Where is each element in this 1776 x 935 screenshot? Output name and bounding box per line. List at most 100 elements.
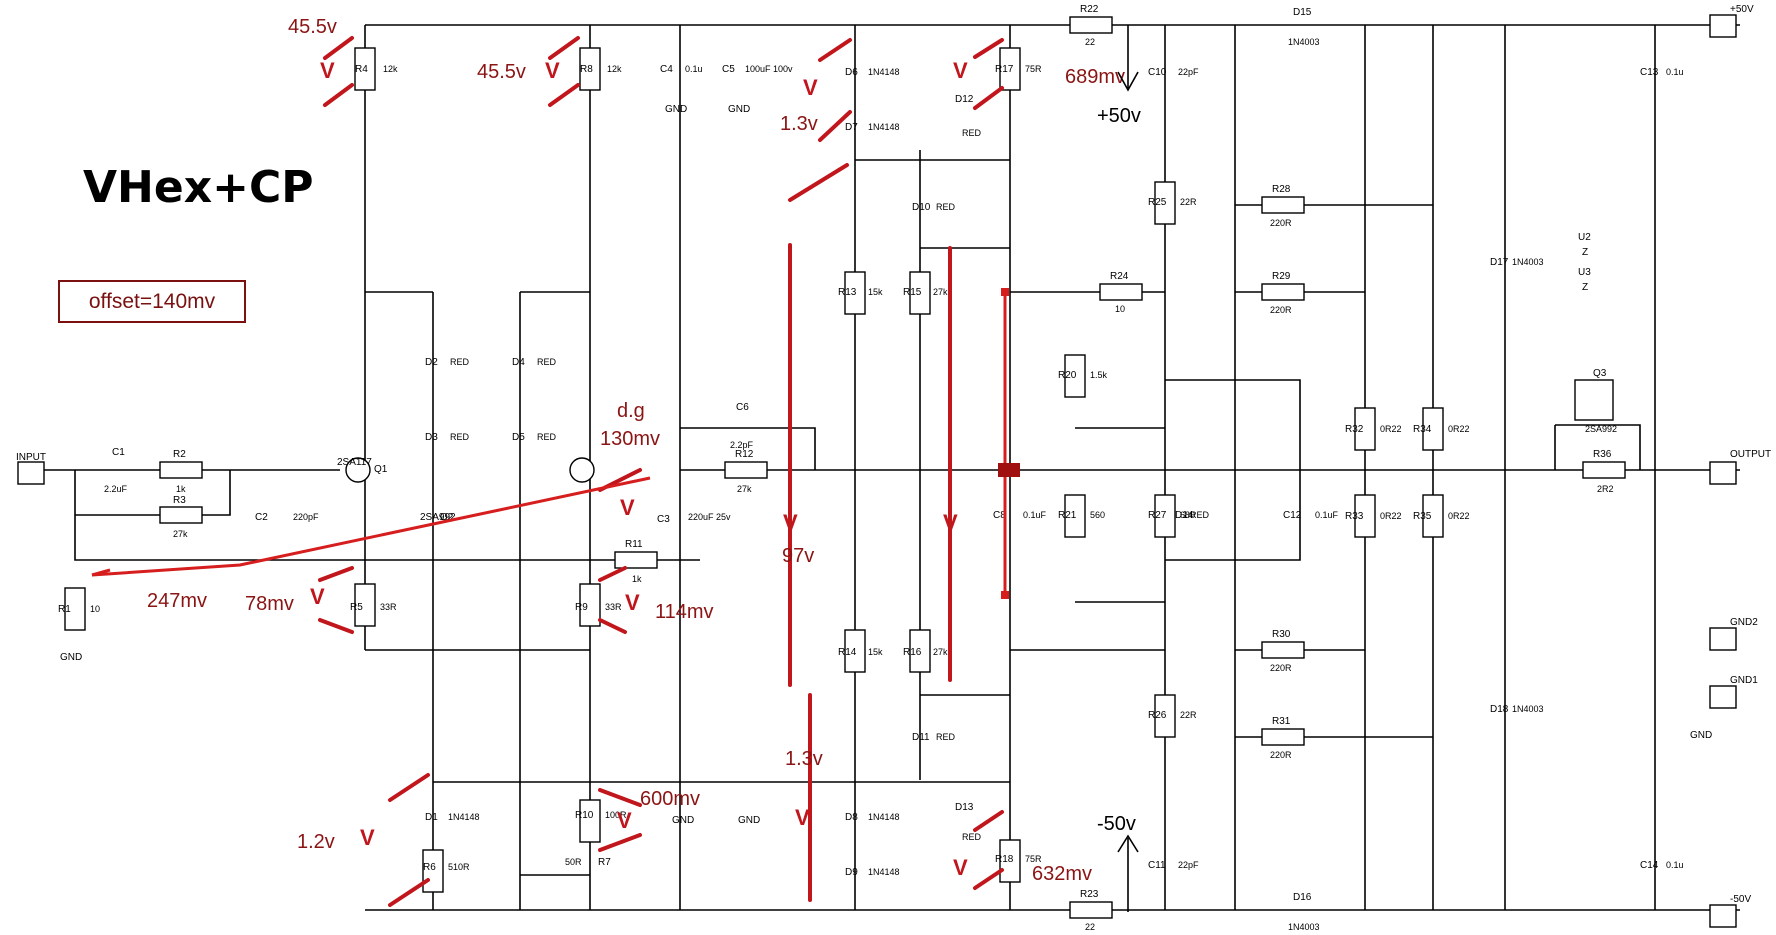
label-D7: D7: [845, 122, 858, 133]
value-D15: 1N4003: [1288, 37, 1320, 47]
label-R24: R24: [1110, 271, 1129, 282]
value-D8: 1N4148: [868, 812, 900, 822]
value-R26: 22R: [1180, 710, 1197, 720]
v-mark: V: [783, 510, 798, 535]
value-L1: 2SA992: [1585, 424, 1617, 434]
value-R21: 560: [1090, 510, 1105, 520]
label-R32: R32: [1345, 424, 1364, 435]
label-R25: R25: [1148, 197, 1167, 208]
value-R18: 75R: [1025, 854, 1042, 864]
value-R30: 220R: [1270, 663, 1292, 673]
label-D2: D2: [425, 357, 438, 368]
label-R29: R29: [1272, 271, 1291, 282]
label-R33: R33: [1345, 511, 1364, 522]
v-mark: V: [953, 58, 968, 83]
junction-dot-top: [1001, 288, 1009, 296]
value-R2: 1k: [176, 484, 186, 494]
label-D1: D1: [425, 812, 438, 823]
label-D15: D15: [1293, 7, 1312, 18]
label-R18: R18: [995, 854, 1014, 865]
label-R16: R16: [903, 647, 922, 658]
v-mark: V: [943, 510, 958, 535]
annotation-1v3-bottom: 1.3v: [785, 748, 823, 770]
connector-output-label: OUTPUT: [1730, 449, 1771, 460]
label-U3: U3: [1578, 267, 1591, 278]
annotation-45v-left: 45.5v: [288, 16, 337, 38]
value-D6: 1N4148: [868, 67, 900, 77]
annotation-114mv: 114mv: [655, 601, 714, 623]
value-R1: 10: [90, 604, 100, 614]
value-R14: 15k: [868, 647, 883, 657]
value-C1: 2.2uF: [104, 484, 128, 494]
value-C4: 0.1u: [685, 64, 703, 74]
value-R12: 27k: [737, 484, 752, 494]
v-marks: V V V V V V V V V V V V V V: [310, 58, 968, 880]
label-C13: C13: [1640, 67, 1659, 78]
label-Q2: Q2: [440, 512, 454, 523]
v-mark: V: [617, 808, 632, 833]
label-Q1: Q1: [374, 464, 388, 475]
value-R10: 100R: [605, 810, 627, 820]
value-C12: 0.1uF: [1315, 510, 1339, 520]
label-C3: C3: [657, 514, 670, 525]
label-U2-z: Z: [1582, 247, 1588, 258]
value-R25: 22R: [1180, 197, 1197, 207]
annotation-632mv: 632mv: [1032, 863, 1092, 885]
label-R21: R21: [1058, 510, 1077, 521]
label-R7: R7: [598, 857, 611, 868]
value-R29: 220R: [1270, 305, 1292, 315]
value-R35: 0R22: [1448, 511, 1470, 521]
v-mark: V: [625, 590, 640, 615]
value-D12: RED: [962, 128, 982, 138]
value-D9: 1N4148: [868, 867, 900, 877]
label-C12: C12: [1283, 510, 1302, 521]
label-D17: D17: [1490, 257, 1509, 268]
connector-neg50-label: -50V: [1730, 894, 1751, 905]
label-R9: R9: [575, 602, 588, 613]
v-mark: V: [310, 584, 325, 609]
label-U3-z: Z: [1582, 282, 1588, 293]
value-R3: 27k: [173, 529, 188, 539]
label-R4: R4: [355, 64, 368, 75]
value-C5: 100uF 100v: [745, 64, 793, 74]
value-D7: 1N4148: [868, 122, 900, 132]
v-mark: V: [320, 58, 335, 83]
label-R27: R27: [1148, 510, 1167, 521]
v-mark: V: [795, 805, 810, 830]
value-R33: 0R22: [1380, 511, 1402, 521]
gnd-label-5: GND: [738, 815, 760, 826]
label-R35: R35: [1413, 511, 1432, 522]
label-D6: D6: [845, 67, 858, 78]
label-D11: D11: [912, 732, 930, 743]
label-U2: U2: [1578, 232, 1591, 243]
v-mark: V: [953, 855, 968, 880]
label-R36: R36: [1593, 449, 1612, 460]
label-D10: D10: [912, 202, 931, 213]
v-mark: V: [360, 825, 375, 850]
label-R17: R17: [995, 64, 1014, 75]
label-Q1-part: 2SA117: [337, 457, 372, 468]
annotation-247mv: 247mv: [147, 590, 207, 612]
label-C14: C14: [1640, 860, 1659, 871]
label-R2: R2: [173, 449, 186, 460]
label-R23: R23: [1080, 889, 1099, 900]
label-C6: C6: [736, 402, 749, 413]
annotation-dg: d.g: [617, 400, 645, 422]
rail-indicators: +50v -50v: [1097, 25, 1141, 912]
value-C10: 22pF: [1178, 67, 1199, 77]
label-D8: D8: [845, 812, 858, 823]
value-R8: 12k: [607, 64, 622, 74]
v-mark: V: [620, 495, 635, 520]
label-R13: R13: [838, 287, 857, 298]
label-C10: C10: [1148, 67, 1167, 78]
label-D16: D16: [1293, 892, 1312, 903]
value-R34: 0R22: [1448, 424, 1470, 434]
voltage-annotations: 45.5v 45.5v 1.3v 689mv d.g 130mv 97v 247…: [147, 16, 1125, 885]
value-R28: 220R: [1270, 218, 1292, 228]
value-C8: 0.1uF: [1023, 510, 1047, 520]
value-R6: 510R: [448, 862, 470, 872]
label-R30: R30: [1272, 629, 1291, 640]
label-R31: R31: [1272, 716, 1291, 727]
value-D11: RED: [936, 732, 956, 742]
